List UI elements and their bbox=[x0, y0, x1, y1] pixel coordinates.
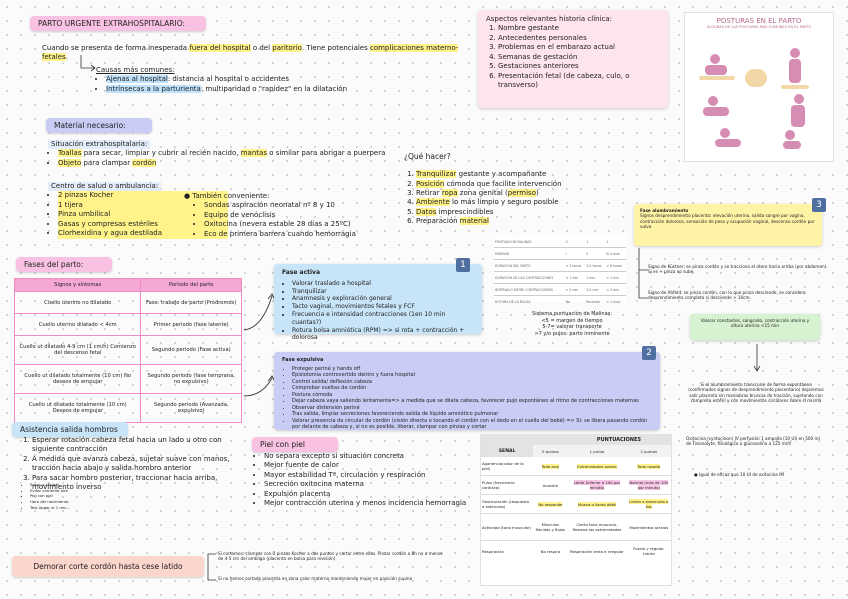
table-row: Respiración No respira Respiración lenta… bbox=[482, 546, 665, 556]
historia-card: Aspectos relevantes historia clínica: No… bbox=[478, 10, 668, 108]
eficaz-text: ● Igual de eficaz que 10 UI de oxitocina… bbox=[694, 472, 785, 477]
demorar-pill: Demorar corte cordón hasta cese latido bbox=[12, 556, 204, 577]
table-row: Gesticulación (respuesta a estímulos) No… bbox=[481, 494, 671, 514]
posturas-illustration bbox=[699, 48, 809, 149]
table-row: Actividad (tono muscular) Músculos fláci… bbox=[481, 513, 671, 541]
causas-block: Causas más comunes: Ajenas al hospital: … bbox=[96, 66, 396, 94]
centro-block: Centro de salud o ambulancia: 2 pinzas K… bbox=[48, 182, 228, 239]
piel-block: No separa excepto si situación concreta … bbox=[254, 452, 474, 509]
transcurso-text: Si el alumbramiento transcurre de forma … bbox=[688, 382, 824, 404]
asistencia-title: Asistencia salida hombros bbox=[12, 422, 128, 437]
apgar-table: PUNTUACIONES SEÑAL 0 puntos 1 punto 2 pu… bbox=[480, 434, 672, 586]
demorar-note-2: Si no hemos cortado placenta en zona cal… bbox=[218, 576, 413, 581]
fases-table: Signos y síntomas Período del parto Cuel… bbox=[13, 278, 242, 423]
table-row: Cuello uterino no dilatado Fase: trabajo… bbox=[13, 291, 242, 314]
page-title: PARTO URGENTE EXTRAHOSPITALARIO: bbox=[30, 16, 206, 31]
situacion-item: Objeto para clampar cordón bbox=[58, 158, 408, 168]
alumbramiento-badge: 3 bbox=[812, 198, 826, 212]
table-row: Apariencia(color de la piel) Todo azul E… bbox=[481, 457, 671, 476]
table-row: Cuello ut dilatado totalmente (10 cm) No… bbox=[13, 364, 242, 394]
asistencia-small: Secar y abrigar Evitar corriente aire Pi… bbox=[20, 482, 140, 510]
que-hacer-item: Retirar ropa zona genital (permiso) bbox=[416, 189, 604, 198]
fase-expulsiva-card: Fase expulsiva Proteger periné y hands o… bbox=[274, 352, 660, 430]
causa-item: Intrínsecas a la parturienta: multiparid… bbox=[106, 84, 396, 94]
ahfeld-text: Signo de Ahfeld: se pinza cordón, con lo… bbox=[648, 290, 806, 301]
fase-activa-card: Fase activa Valorar traslado a hospital … bbox=[274, 264, 482, 341]
table-row: Cuello ut dilatado 4-9 cm (1 cm/h) Comie… bbox=[13, 335, 242, 365]
kustner-arrow bbox=[638, 248, 648, 299]
table-row: Cuello ut dilatado totalmente (10 cm) De… bbox=[13, 393, 242, 423]
que-hacer-block: ¿Qué hacer? Tranquilizar gestante y acom… bbox=[404, 152, 604, 227]
fase-expulsiva-badge: 2 bbox=[642, 346, 656, 360]
malinas-text: Sistema puntuación de Malinas: <5 = marg… bbox=[532, 311, 612, 337]
causas-arrow bbox=[80, 55, 96, 72]
que-hacer-item: Datos imprescindibles bbox=[416, 207, 604, 217]
table-row: Cuello uterino dilatado < 4cm Primer per… bbox=[13, 313, 242, 336]
causa-item: Ajenas al hospital: distancia al hospita… bbox=[106, 75, 396, 84]
situacion-item: Toallas para secar, limpiar y cubrir al … bbox=[58, 149, 408, 158]
posturas-image: POSTURAS EN EL PARTO ALGUNAS DE LAS POST… bbox=[684, 12, 834, 162]
situacion-block: Situación extrahospitalaria: Toallas par… bbox=[48, 140, 408, 168]
fases-title: Fases del parto: bbox=[16, 257, 112, 272]
demorar-note-1: Si cortamos: clampar con 2 pinzas Kocher… bbox=[218, 551, 443, 562]
que-hacer-item: Tranquilizar gestante y acompañante bbox=[416, 170, 604, 179]
fase-activa-arrow bbox=[243, 293, 276, 331]
valorar-arrow bbox=[753, 344, 761, 372]
que-hacer-item: Ambiente lo más limpio y seguro posible bbox=[416, 198, 604, 207]
alumbramiento-card: Fase alumbramiento Signos desprendimient… bbox=[634, 204, 822, 246]
kustner-text: Signo de Küstner: se pinza cordón y se t… bbox=[648, 264, 828, 275]
piel-title: Piel con piel bbox=[252, 437, 338, 452]
demorar-arrow bbox=[207, 553, 216, 581]
oxitocina-text: Oxitocina (syntocinon) IV perfusión 1 am… bbox=[686, 436, 820, 447]
intro-text: Cuando se presenta de forma inesperada f… bbox=[42, 44, 459, 62]
fase-activa-badge: 1 bbox=[456, 258, 470, 272]
fase-expulsiva-arrow bbox=[243, 375, 276, 397]
asistencia-block: Esperar rotación cabeza fetal hacia un l… bbox=[20, 436, 242, 493]
valorar-card: Valorar constantes, sangrado, contracció… bbox=[690, 314, 820, 340]
material-title: Material necesario: bbox=[46, 118, 152, 133]
que-hacer-item: Preparación material bbox=[416, 217, 604, 226]
que-hacer-item: Posición cómoda que facilite intervenció… bbox=[416, 179, 604, 189]
table-row: Pulso (frecuencia cardiaca) Ausente Lent… bbox=[481, 475, 671, 495]
conveniente-block: ● También conveniente: Sondas aspiración… bbox=[184, 192, 384, 239]
